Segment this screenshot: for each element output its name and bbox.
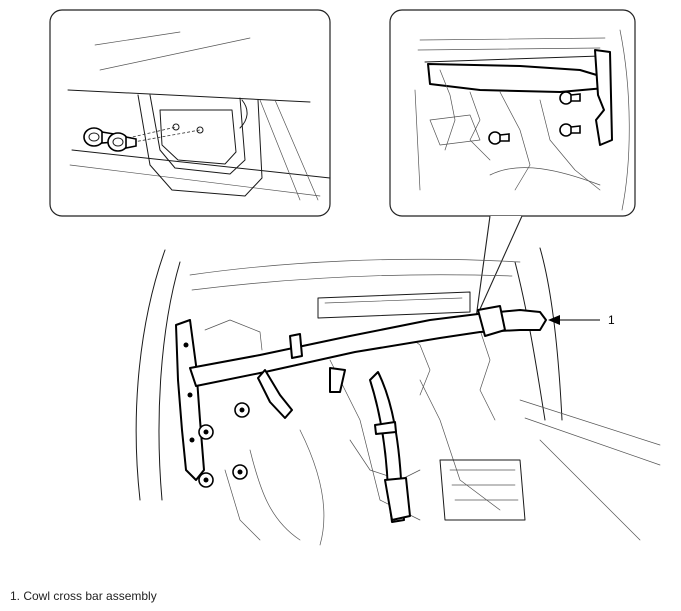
- figure-caption: 1. Cowl cross bar assembly: [10, 589, 157, 603]
- callout-1: 1: [548, 313, 615, 327]
- cowl-cross-bar: [189, 309, 547, 387]
- bolt-icon: [559, 123, 581, 137]
- cowl-cross-bar-diagram: 1: [49, 9, 661, 546]
- detail-panel-right: [389, 9, 636, 217]
- bolt-icon: [198, 472, 214, 488]
- zoom-pointer: [475, 215, 523, 319]
- bolt-icon: [559, 91, 581, 105]
- bolt-icon: [488, 131, 510, 145]
- bolt-icon: [234, 402, 250, 418]
- bolt-icon: [107, 132, 137, 152]
- callout-1-label: 1: [608, 313, 615, 327]
- bolt-icon: [232, 464, 248, 480]
- main-dashboard-drawing: [135, 247, 661, 546]
- detail-panel-left: [49, 9, 331, 217]
- bolt-icon: [198, 424, 214, 440]
